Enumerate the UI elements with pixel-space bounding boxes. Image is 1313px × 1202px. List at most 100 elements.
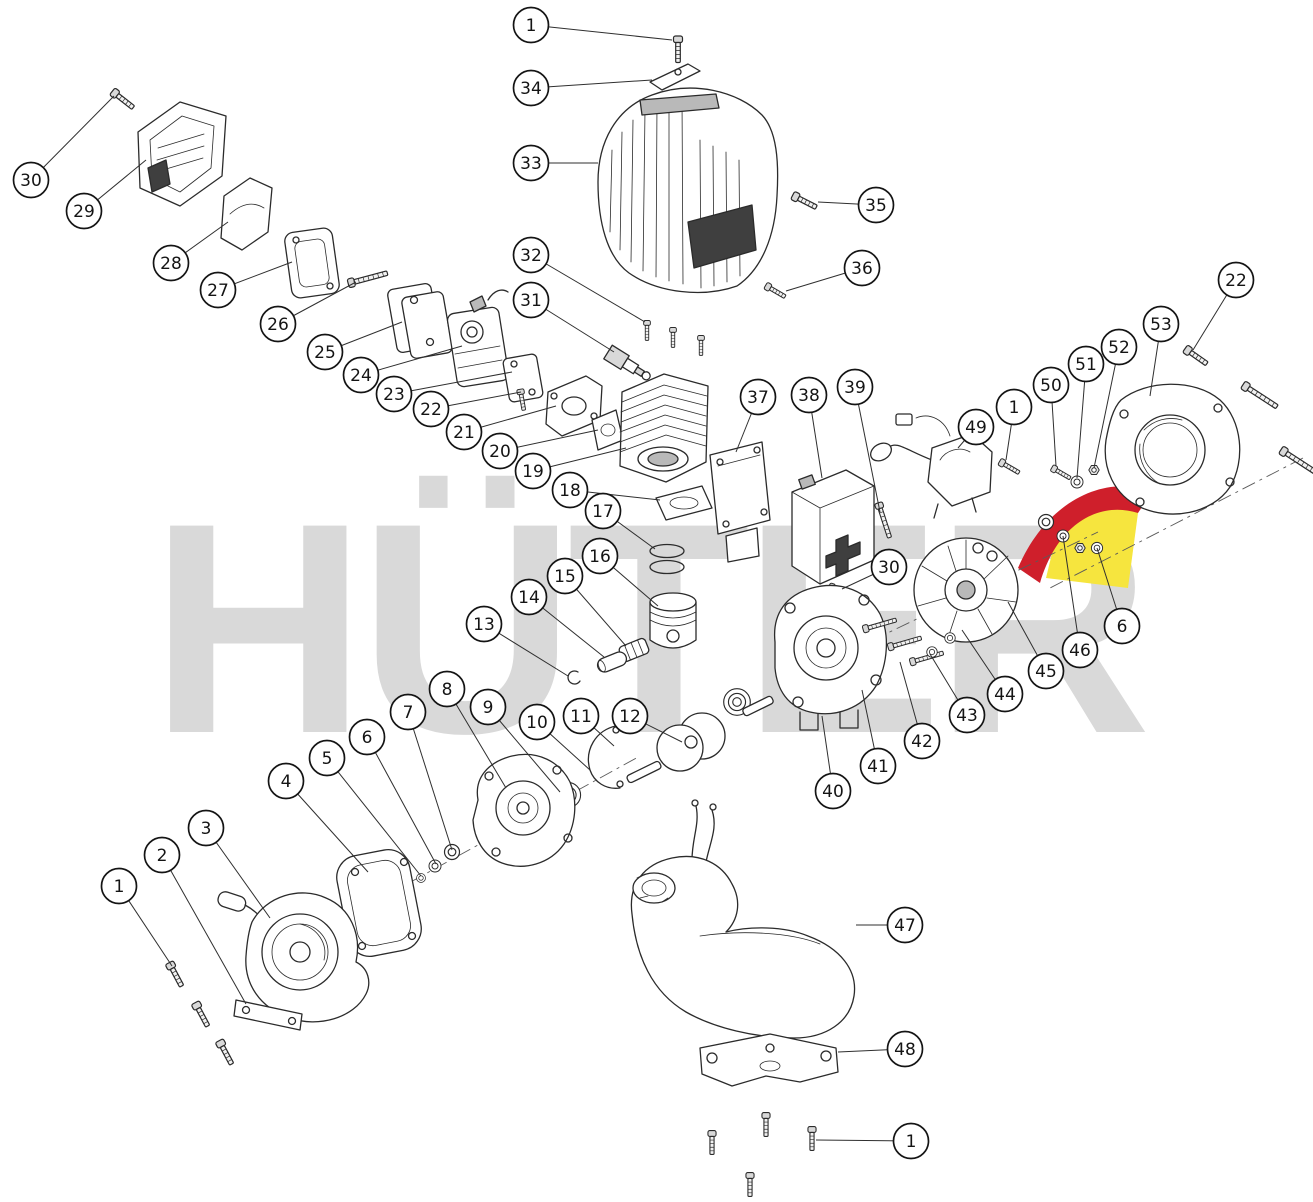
carb-gasket-part bbox=[502, 353, 544, 403]
callout-number: 16 bbox=[589, 547, 611, 567]
callout-circle bbox=[510, 578, 548, 616]
callout-3: 3 bbox=[187, 809, 225, 847]
flywheel-part bbox=[913, 537, 1019, 643]
callout-circle bbox=[995, 388, 1033, 426]
callout-circle bbox=[143, 836, 181, 874]
callout-circle bbox=[465, 605, 503, 643]
fan-cover-screw bbox=[1181, 344, 1211, 369]
callout-8: 8 bbox=[428, 670, 466, 708]
callout-circle bbox=[739, 378, 777, 416]
callout-circle bbox=[152, 244, 190, 282]
callout-20: 20 bbox=[481, 432, 519, 470]
callout-24: 24 bbox=[342, 356, 380, 394]
callout-number: 2 bbox=[157, 846, 168, 866]
callout-circle bbox=[892, 1122, 930, 1160]
callout-circle bbox=[512, 281, 550, 319]
callout-circle bbox=[790, 376, 828, 414]
callout-circle bbox=[581, 537, 619, 575]
callout-19: 19 bbox=[514, 452, 552, 490]
callout-1: 1 bbox=[512, 6, 550, 44]
callout-number: 52 bbox=[1108, 338, 1130, 358]
callout-number: 41 bbox=[867, 757, 889, 777]
callout-number: 6 bbox=[362, 728, 373, 748]
callout-number: 47 bbox=[894, 916, 916, 936]
callout-number: 39 bbox=[844, 378, 866, 398]
callout-16: 16 bbox=[581, 537, 619, 575]
carburetor-long-screw bbox=[346, 268, 390, 289]
muffler-gasket-plate-part bbox=[709, 441, 771, 563]
callout-circle bbox=[551, 471, 589, 509]
piston-rings-part bbox=[649, 543, 685, 575]
air-filter-cover-part bbox=[137, 101, 227, 207]
callout-5: 5 bbox=[308, 739, 346, 777]
callout-number: 27 bbox=[207, 281, 229, 301]
callout-21: 21 bbox=[445, 413, 483, 451]
leader-line bbox=[326, 757, 422, 877]
leader-line bbox=[854, 386, 881, 513]
callout-circle bbox=[518, 703, 556, 741]
callout-number: 10 bbox=[526, 713, 548, 733]
callout-number: 31 bbox=[520, 291, 542, 311]
callout-circle bbox=[986, 675, 1024, 713]
callout-number: 1 bbox=[1009, 398, 1020, 418]
cover-side-screw bbox=[789, 190, 819, 212]
callout-number: 21 bbox=[453, 423, 475, 443]
callout-number: 26 bbox=[267, 315, 289, 335]
callout-9: 9 bbox=[469, 688, 507, 726]
callout-circle bbox=[267, 762, 305, 800]
callout-number: 29 bbox=[73, 202, 95, 222]
callout-48: 48 bbox=[886, 1030, 924, 1068]
callout-number: 7 bbox=[403, 703, 414, 723]
callout-number: 6 bbox=[1117, 617, 1128, 637]
cover-bottom-screw bbox=[763, 281, 788, 301]
callout-22: 22 bbox=[1217, 261, 1255, 299]
callout-12: 12 bbox=[611, 697, 649, 735]
callout-circle bbox=[445, 413, 483, 451]
callout-circle bbox=[814, 772, 852, 810]
callout-47: 47 bbox=[886, 906, 924, 944]
leader-line bbox=[366, 736, 437, 865]
callout-circle bbox=[1067, 345, 1105, 383]
callout-29: 29 bbox=[65, 192, 103, 230]
callout-34: 34 bbox=[512, 69, 550, 107]
callout-7: 7 bbox=[389, 693, 427, 731]
shaft-washers bbox=[416, 843, 461, 883]
callout-circle bbox=[512, 236, 550, 274]
callout-30: 30 bbox=[12, 161, 50, 199]
recoil-starter-part bbox=[217, 891, 370, 1023]
callout-number: 1 bbox=[906, 1132, 917, 1152]
fan-cover-part bbox=[1104, 383, 1241, 515]
callout-27: 27 bbox=[199, 271, 237, 309]
callout-number: 3 bbox=[201, 819, 212, 839]
callout-number: 34 bbox=[520, 79, 542, 99]
callout-circle bbox=[412, 390, 450, 428]
crankcase-part bbox=[773, 584, 888, 731]
callout-1: 1 bbox=[995, 388, 1033, 426]
callout-45: 45 bbox=[1027, 652, 1065, 690]
callout-circle bbox=[187, 809, 225, 847]
callout-number: 1 bbox=[114, 877, 125, 897]
callout-circle bbox=[843, 249, 881, 287]
callout-22: 22 bbox=[412, 390, 450, 428]
callout-51: 51 bbox=[1067, 345, 1105, 383]
callout-25: 25 bbox=[306, 333, 344, 371]
callout-43: 43 bbox=[948, 696, 986, 734]
starter-bracket-part bbox=[233, 999, 303, 1031]
callout-number: 19 bbox=[522, 462, 544, 482]
callout-circle bbox=[306, 333, 344, 371]
callout-circle bbox=[859, 747, 897, 785]
callout-2: 2 bbox=[143, 836, 181, 874]
leader-line bbox=[530, 254, 646, 323]
callout-circle bbox=[857, 186, 895, 224]
callout-number: 23 bbox=[383, 385, 405, 405]
callout-39: 39 bbox=[836, 368, 874, 406]
piston-part bbox=[649, 592, 697, 649]
callout-number: 25 bbox=[314, 343, 336, 363]
callout-circle bbox=[886, 1030, 924, 1068]
crankcase-half-part bbox=[472, 753, 576, 867]
callout-circle bbox=[348, 718, 386, 756]
callout-38: 38 bbox=[790, 376, 828, 414]
callout-17: 17 bbox=[584, 492, 622, 530]
callout-41: 41 bbox=[859, 747, 897, 785]
callout-11: 11 bbox=[562, 697, 600, 735]
